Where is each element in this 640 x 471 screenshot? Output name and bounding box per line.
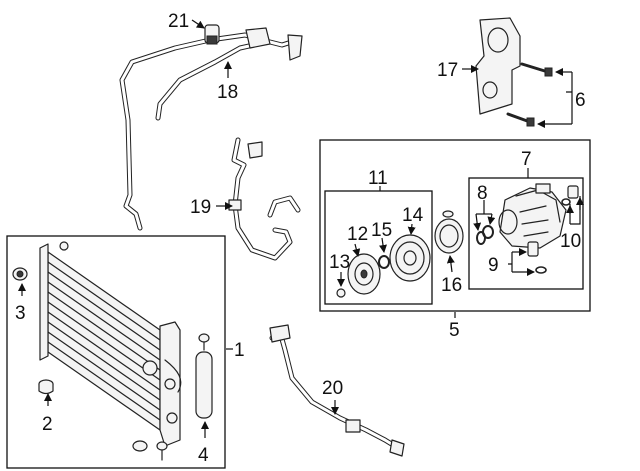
callout-17: 17 — [437, 60, 458, 81]
lower-bushing — [38, 379, 54, 395]
callout-11: 11 — [368, 168, 388, 189]
compressor — [498, 183, 567, 249]
receiver-drier — [195, 333, 213, 419]
callout-20: 20 — [322, 378, 343, 399]
discharge-line — [228, 137, 301, 261]
callout-1: 1 — [234, 340, 245, 361]
clutch-assembly-box — [324, 190, 433, 305]
callout-13: 13 — [329, 252, 350, 273]
snap-ring — [378, 255, 390, 269]
field-coil — [434, 210, 464, 254]
condenser — [39, 241, 182, 447]
callout-2: 2 — [42, 414, 53, 435]
callout-21: 21 — [168, 11, 189, 32]
callout-7: 7 — [521, 149, 532, 170]
callout-9: 9 — [488, 255, 499, 276]
compressor-assembly-box — [319, 139, 591, 312]
condenser-group-box — [6, 235, 226, 469]
callout-12: 12 — [347, 224, 368, 245]
compressor-bracket — [475, 17, 521, 115]
compressor-subassembly-box — [468, 177, 584, 290]
pressure-switch — [561, 185, 579, 206]
callout-8: 8 — [477, 183, 488, 204]
leader-lines — [18, 19, 584, 438]
callout-18: 18 — [217, 82, 238, 103]
compressor-orings — [476, 225, 494, 245]
relief-valve — [527, 241, 547, 274]
bracket-bolts — [506, 62, 553, 127]
callout-16: 16 — [441, 275, 462, 296]
callout-4: 4 — [198, 445, 209, 466]
callout-5: 5 — [449, 320, 460, 341]
callout-14: 14 — [402, 205, 424, 226]
callout-19: 19 — [190, 197, 211, 218]
callout-3: 3 — [15, 303, 26, 324]
upper-bushing — [12, 267, 28, 281]
clutch-hub — [347, 253, 381, 295]
clutch-nut — [336, 288, 346, 298]
callout-15: 15 — [371, 220, 392, 241]
callout-10: 10 — [560, 231, 581, 252]
pulley — [389, 234, 431, 282]
callout-6: 6 — [575, 90, 586, 111]
condenser-mount-bushings — [132, 440, 168, 461]
liquid-line — [269, 324, 405, 457]
suction-line — [119, 24, 303, 231]
